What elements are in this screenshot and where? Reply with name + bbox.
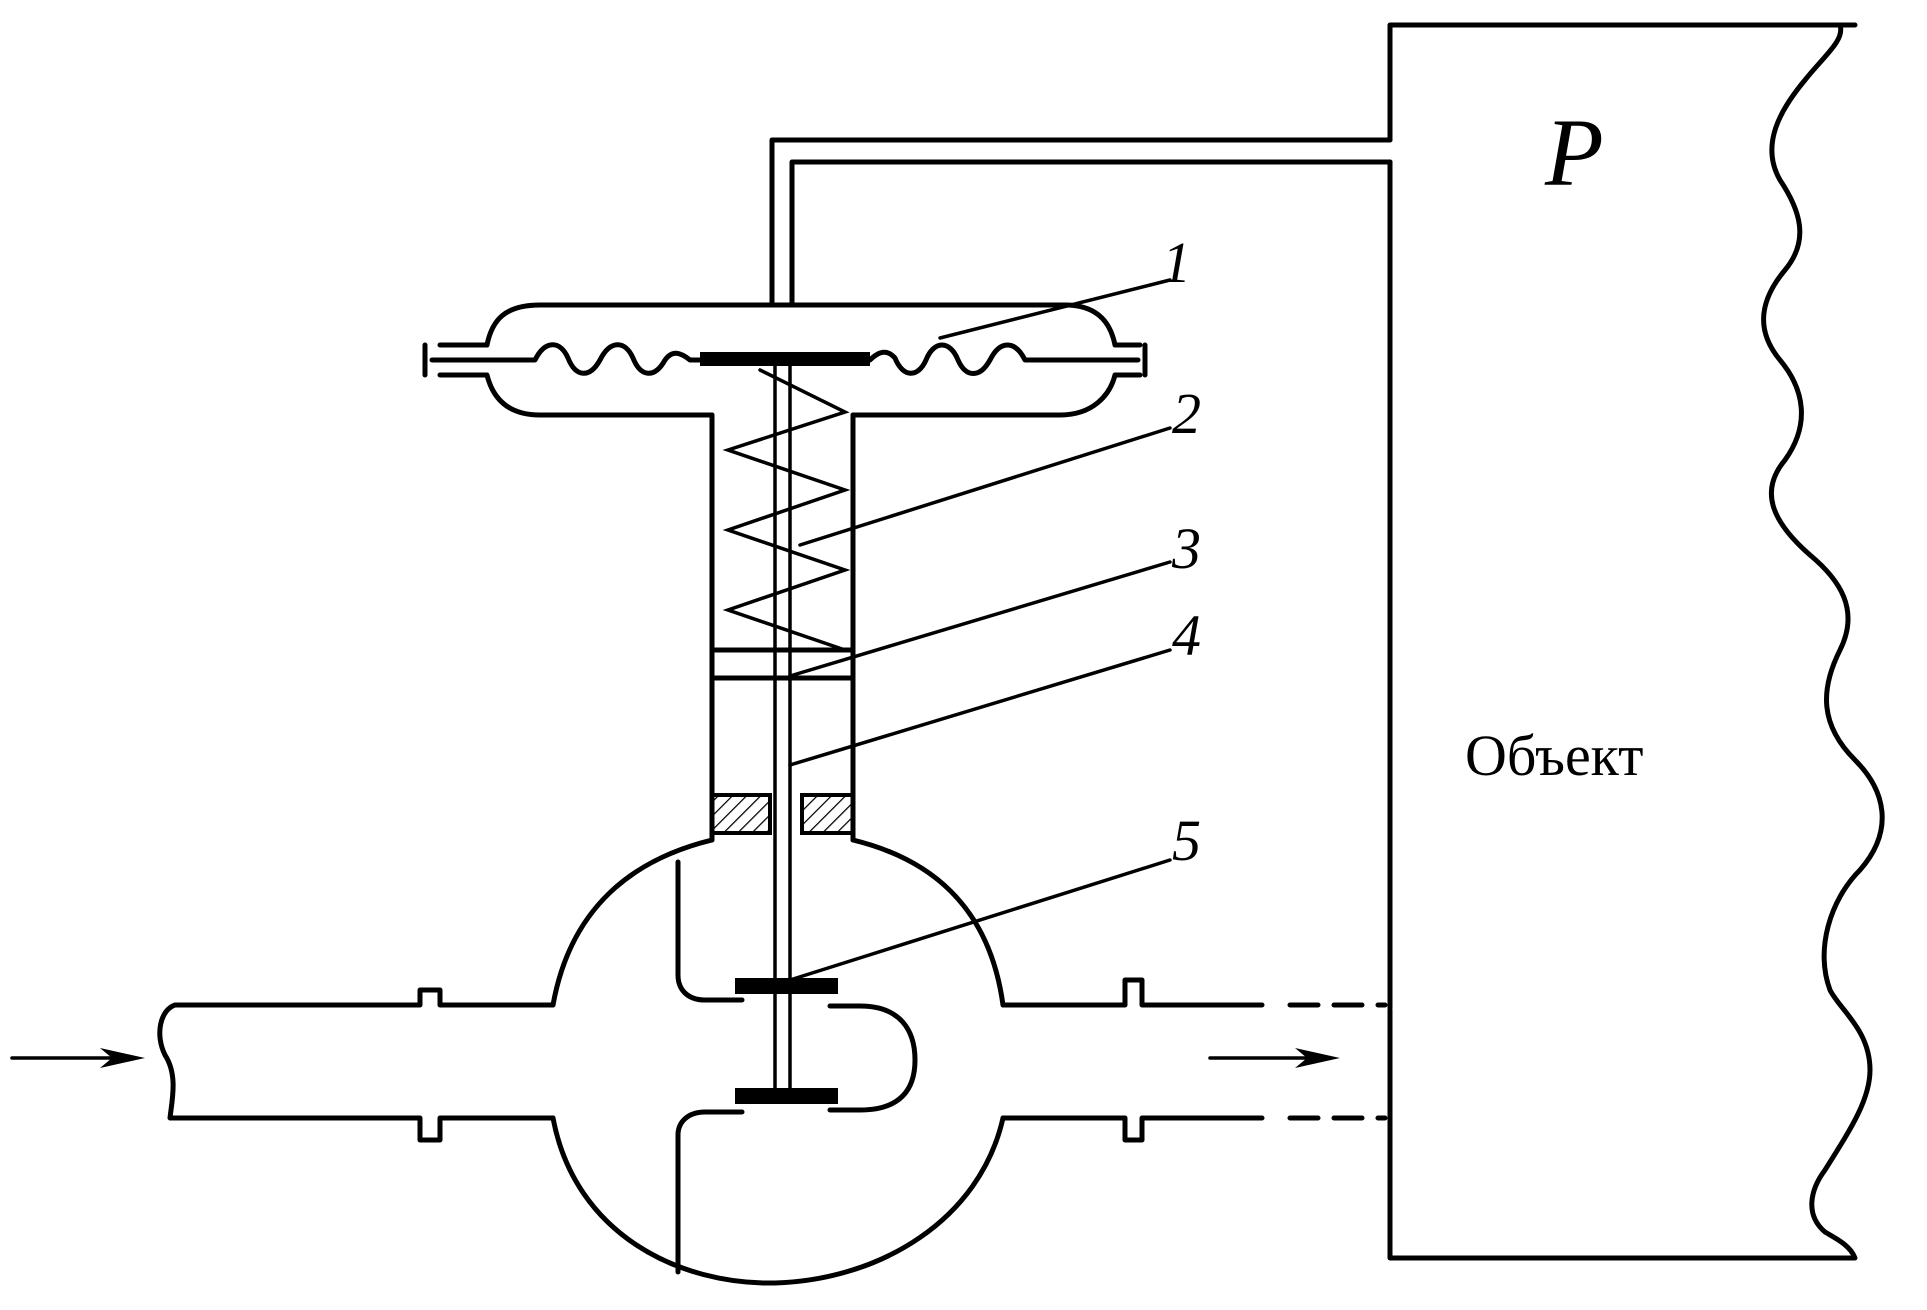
pressure-label: P [1544, 99, 1604, 206]
leader-lines [788, 278, 1172, 982]
valve-body [550, 837, 1006, 1286]
part-label-2: 2 [1172, 381, 1201, 446]
membrane-housing [422, 302, 1148, 843]
part-label-4: 4 [1172, 603, 1201, 668]
object-label: Объект [1465, 723, 1643, 788]
impulse-tube [769, 137, 1393, 308]
membrane-plate [700, 352, 870, 366]
valve-stem [773, 364, 792, 1097]
inlet-pipe [157, 987, 556, 1143]
valve-disc-lower [735, 1088, 838, 1104]
outflow-arrow-icon [1208, 1048, 1340, 1068]
gland-seal [710, 793, 855, 835]
part-label-1: 1 [1162, 230, 1191, 295]
part-label-5: 5 [1172, 808, 1201, 873]
part-label-3: 3 [1171, 516, 1201, 581]
spring-seat [709, 647, 856, 681]
outlet-pipe [1000, 977, 1388, 1143]
object-vessel [1387, 22, 1885, 1261]
spring [722, 368, 851, 652]
valve-disc-upper [735, 978, 838, 994]
inflow-arrow-icon [10, 1048, 145, 1068]
